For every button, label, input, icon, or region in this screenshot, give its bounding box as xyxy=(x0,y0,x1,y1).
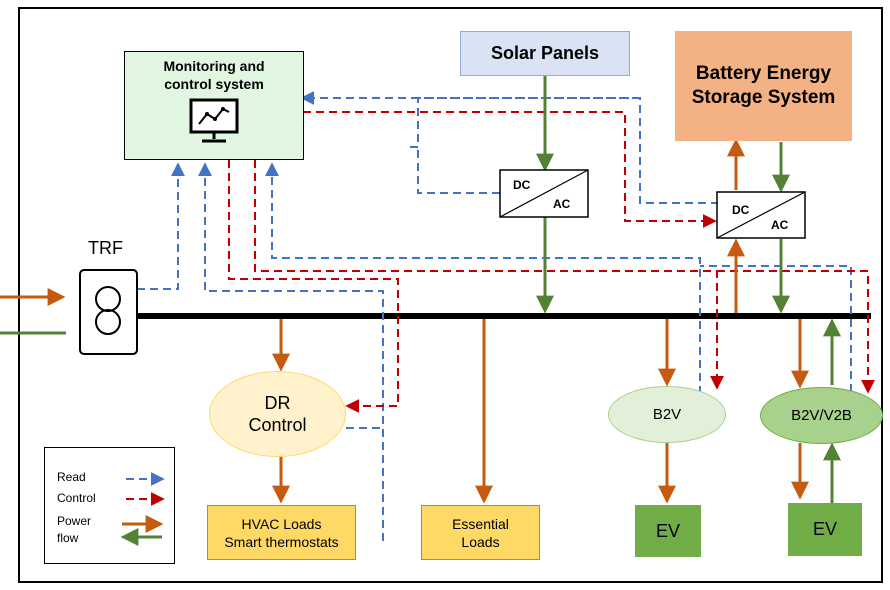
bess-inverter xyxy=(716,191,806,239)
dr-control-line2: Control xyxy=(248,415,307,435)
read-path-bess-inverter xyxy=(410,97,717,204)
essential-loads-box: Essential Loads xyxy=(421,505,540,560)
power-orange-paths xyxy=(272,138,809,504)
control-path-b2v xyxy=(254,160,724,390)
b2v-v2b-label: B2V/V2B xyxy=(791,407,852,424)
battery-storage-box: Battery Energy Storage System xyxy=(675,31,852,141)
legend-power-label-line1: Power xyxy=(57,514,92,528)
outer-frame xyxy=(18,7,883,583)
hvac-line2: Smart thermostats xyxy=(224,533,339,550)
ev-box-1: EV xyxy=(635,505,701,557)
solar-panels-label: Solar Panels xyxy=(490,43,600,63)
power-green-paths xyxy=(536,76,841,503)
b2v-label: B2V xyxy=(652,406,682,423)
read-paths xyxy=(137,91,852,541)
essential-line2: Loads xyxy=(461,533,500,550)
pv-inverter-ac-label: AC xyxy=(553,197,571,211)
read-path-b2v xyxy=(265,162,701,394)
hvac-loads-box: HVAC Loads Smart thermostats xyxy=(207,505,356,560)
legend-power-label-line2: flow xyxy=(57,531,79,545)
transformer-icon xyxy=(79,269,138,355)
control-paths xyxy=(228,111,875,413)
monitoring-control-system: Monitoring and control system xyxy=(124,51,304,160)
b2v-v2b-ellipse: B2V/V2B xyxy=(760,387,883,444)
control-path-bess-inverter xyxy=(303,111,717,228)
pv-inverter xyxy=(499,169,589,218)
solar-panels-box: Solar Panels xyxy=(460,31,630,76)
monitoring-title-line2: control system xyxy=(164,76,264,92)
read-path-hvac xyxy=(198,162,384,541)
legend-read-label: Read xyxy=(57,470,86,484)
b2v-ellipse: B2V xyxy=(608,386,726,443)
legend-samples xyxy=(120,472,165,546)
battery-label-line2: Storage System xyxy=(691,87,836,108)
read-path-pv-inverter xyxy=(410,146,500,194)
legend-box xyxy=(44,447,175,564)
transformer-label: TRF xyxy=(88,238,123,258)
monitor-chart-icon xyxy=(189,98,239,143)
pv-inverter-dc-label: DC xyxy=(513,178,531,192)
control-path-b2v-v2b xyxy=(717,270,875,394)
control-path-dr xyxy=(228,160,399,413)
bess-inverter-ac-label: AC xyxy=(771,218,789,232)
read-path-trf xyxy=(137,162,185,290)
essential-line1: Essential xyxy=(452,515,509,532)
ev-box-2: EV xyxy=(788,503,862,556)
bess-inverter-dc-label: DC xyxy=(732,203,750,217)
ev-label-2: EV xyxy=(812,519,837,539)
dr-control-line1: DR xyxy=(264,393,291,413)
legend-control-label: Control xyxy=(57,491,96,505)
battery-label-line1: Battery Energy xyxy=(695,63,832,84)
ev-label-1: EV xyxy=(655,520,680,541)
monitoring-title-line1: Monitoring and xyxy=(163,58,265,74)
dr-control-ellipse: DR Control xyxy=(209,371,346,457)
read-path-b2v-v2b xyxy=(700,265,852,392)
hvac-line1: HVAC Loads xyxy=(241,515,322,532)
